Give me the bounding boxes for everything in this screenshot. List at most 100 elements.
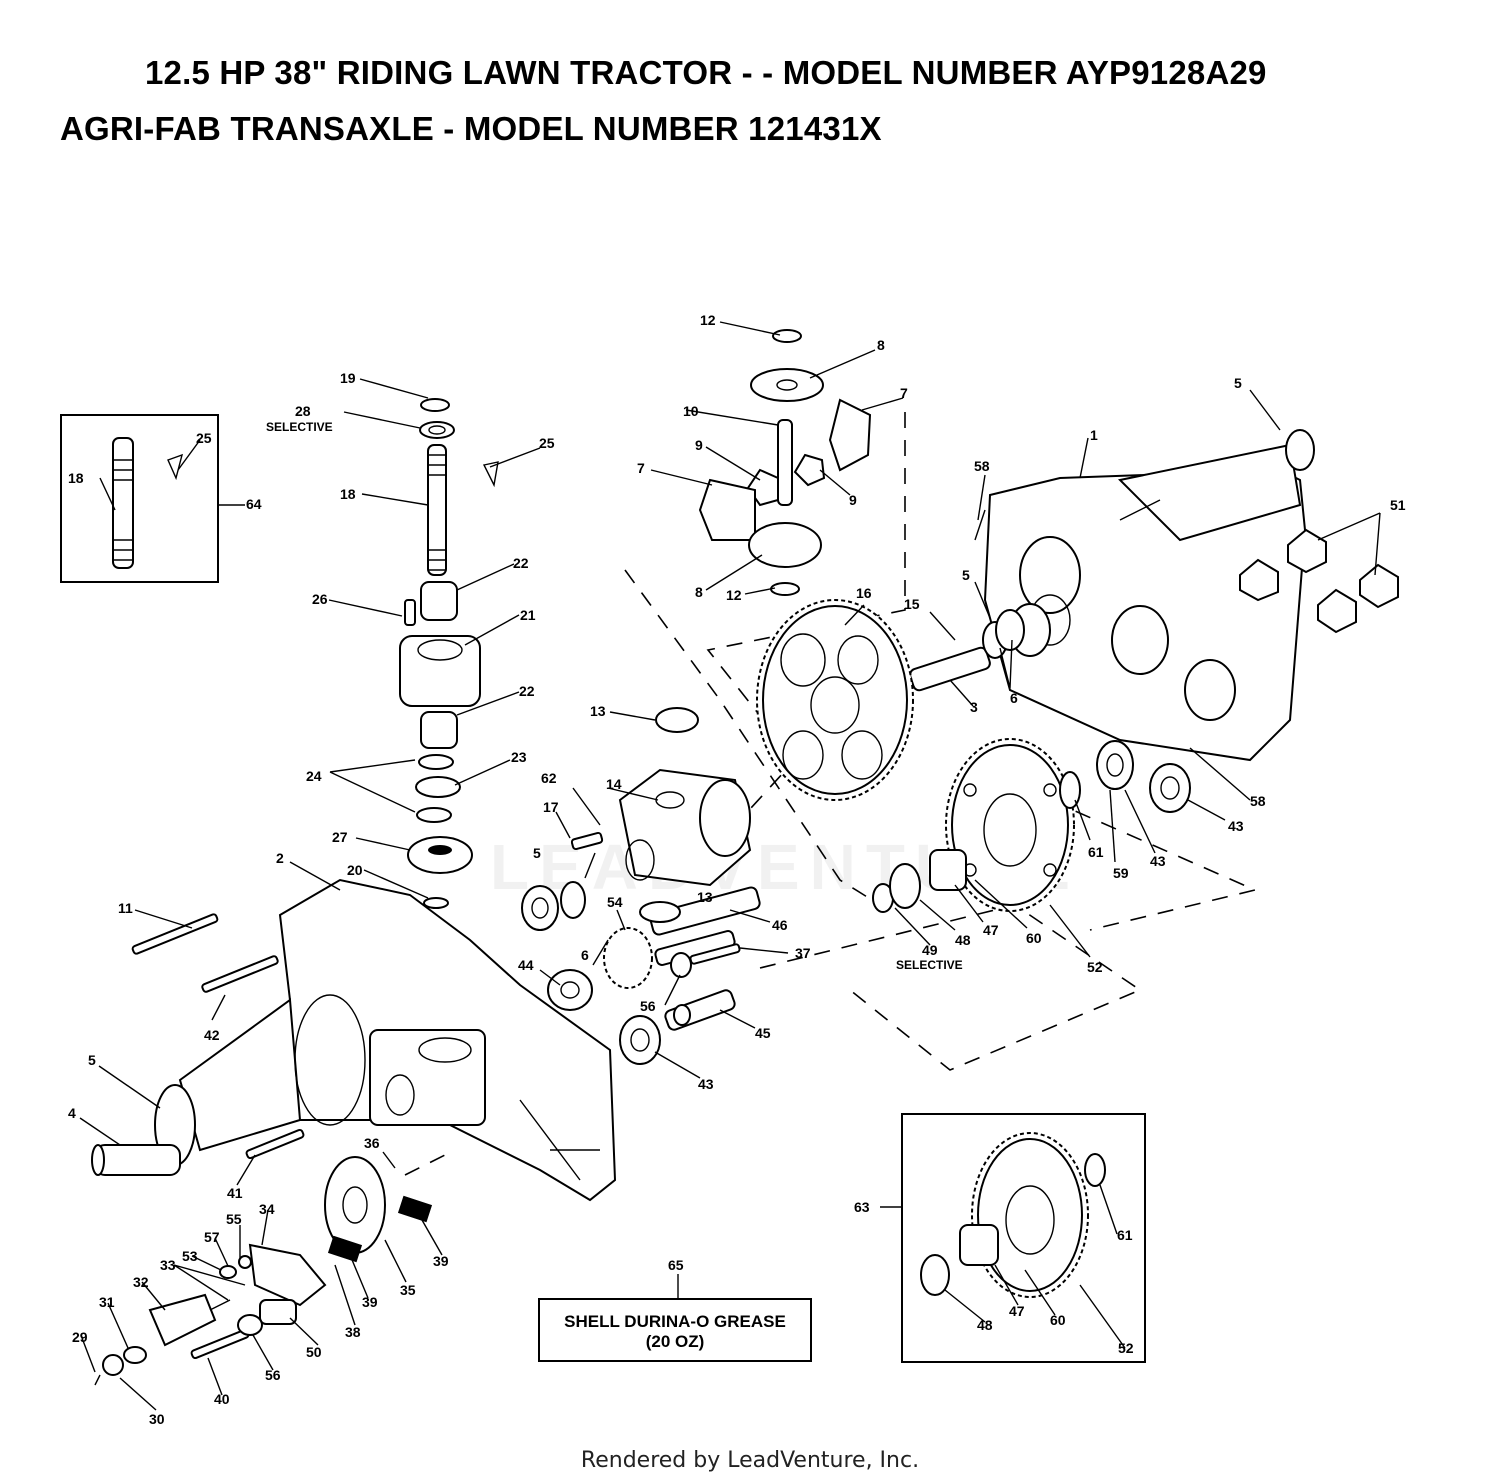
callout-43-center: 43 (1150, 853, 1166, 869)
callout-6-right: 6 (1010, 690, 1018, 706)
leader-lines (79, 321, 1381, 1411)
callout-34: 34 (259, 1201, 275, 1217)
callout-25-inset: 25 (196, 430, 212, 446)
callout-48-inset: 48 (977, 1317, 993, 1333)
callout-21: 21 (520, 607, 536, 623)
selective-note-28: SELECTIVE (266, 420, 333, 434)
callout-22-bottom: 22 (519, 683, 535, 699)
callout-51: 51 (1390, 497, 1406, 513)
callout-9-right: 9 (849, 492, 857, 508)
callout-44: 44 (518, 957, 534, 973)
callout-63: 63 (854, 1199, 870, 1215)
callout-56-brake: 56 (265, 1367, 281, 1383)
callout-37: 37 (795, 945, 811, 961)
callout-5-left: 5 (88, 1052, 96, 1068)
callout-8-bottom: 8 (695, 584, 703, 600)
callout-61: 61 (1088, 844, 1104, 860)
callout-39-left: 39 (362, 1294, 378, 1310)
callout-24: 24 (306, 768, 322, 784)
callout-35: 35 (400, 1282, 416, 1298)
callout-43-right: 43 (1228, 818, 1244, 834)
callout-6-middle: 6 (581, 947, 589, 963)
output-shaft-3 (909, 609, 1025, 692)
callout-13-top: 13 (590, 703, 606, 719)
callout-38: 38 (345, 1324, 361, 1340)
inset-box-63 (901, 1113, 1146, 1363)
callout-58-bottom: 58 (1250, 793, 1266, 809)
callout-labels: 1 2 3 4 5 5 5 5 6 6 7 7 8 8 9 9 10 11 12… (68, 312, 1406, 1427)
callout-39-right: 39 (433, 1253, 449, 1269)
footer-credit: Rendered by LeadVenture, Inc. (580, 1448, 920, 1473)
callout-61-inset: 61 (1117, 1227, 1133, 1243)
grease-quantity: (20 OZ) (645, 1332, 705, 1351)
callout-23: 23 (511, 749, 527, 765)
callout-52-inset: 52 (1118, 1340, 1134, 1356)
callout-7-left: 7 (637, 460, 645, 476)
shift-shaft-stack (399, 398, 499, 909)
callout-60-inset: 60 (1050, 1312, 1066, 1328)
callout-3: 3 (970, 699, 978, 715)
callout-52: 52 (1087, 959, 1103, 975)
right-housing-1 (974, 429, 1315, 762)
callout-12-top: 12 (700, 312, 716, 328)
selective-note-49: SELECTIVE (896, 958, 963, 972)
diagram-subtitle: AGRI-FAB TRANSAXLE - MODEL NUMBER 121431… (60, 110, 882, 147)
callout-55: 55 (226, 1211, 242, 1227)
callout-47-inset: 47 (1009, 1303, 1025, 1319)
callout-49: 49 (922, 942, 938, 958)
differential-gears (698, 329, 872, 596)
callout-13-middle: 13 (697, 889, 713, 905)
callout-43-left: 43 (698, 1076, 714, 1092)
callout-42: 42 (204, 1027, 220, 1043)
callout-62: 62 (541, 770, 557, 786)
callout-60: 60 (1026, 930, 1042, 946)
callout-64: 64 (246, 496, 262, 512)
inset-shaft-18 (112, 437, 184, 569)
bolts (131, 913, 741, 1360)
assembly-guide-middle (624, 569, 881, 906)
callout-16: 16 (856, 585, 872, 601)
diagram-title: 12.5 HP 38" RIDING LAWN TRACTOR - - MODE… (145, 54, 1267, 91)
callout-1: 1 (1090, 427, 1098, 443)
callout-65: 65 (668, 1257, 684, 1273)
callout-48: 48 (955, 932, 971, 948)
callout-8-top: 8 (877, 337, 885, 353)
callout-53: 53 (182, 1248, 198, 1264)
callout-32: 32 (133, 1274, 149, 1290)
callout-25: 25 (539, 435, 555, 451)
callout-9-left: 9 (695, 437, 703, 453)
assembly-guide-upper (706, 412, 906, 821)
inset-box-64 (60, 414, 219, 583)
callout-5-axle: 5 (1234, 375, 1242, 391)
callout-56-middle: 56 (640, 998, 656, 1014)
callout-45: 45 (755, 1025, 771, 1041)
left-housing-2 (91, 878, 617, 1202)
grease-spec-box: SHELL DURINA-O GREASE (20 OZ) (538, 1298, 812, 1362)
callout-47: 47 (983, 922, 999, 938)
callout-30: 30 (149, 1411, 165, 1427)
callout-20: 20 (347, 862, 363, 878)
callout-36: 36 (364, 1135, 380, 1151)
assembly-guide-lower (759, 904, 1142, 1071)
intermediate-shaft-parts (521, 831, 761, 1065)
callout-26: 26 (312, 591, 328, 607)
ring-gear-16 (756, 599, 914, 801)
callout-4: 4 (68, 1105, 76, 1121)
callout-12-bottom: 12 (726, 587, 742, 603)
callout-18-inset: 18 (68, 470, 84, 486)
bearings-right (872, 740, 1191, 913)
inset-gear-52 (920, 1132, 1106, 1298)
callout-29: 29 (72, 1329, 88, 1345)
callout-41: 41 (227, 1185, 243, 1201)
callout-33: 33 (160, 1257, 176, 1273)
callout-14: 14 (606, 776, 622, 792)
callout-27: 27 (332, 829, 348, 845)
callout-28: 28 (295, 403, 311, 419)
callout-31: 31 (99, 1294, 115, 1310)
brake-assembly (94, 1156, 433, 1386)
callout-22-top: 22 (513, 555, 529, 571)
callout-11: 11 (118, 900, 133, 916)
lug-nuts-51 (1239, 528, 1399, 634)
callout-18: 18 (340, 486, 356, 502)
